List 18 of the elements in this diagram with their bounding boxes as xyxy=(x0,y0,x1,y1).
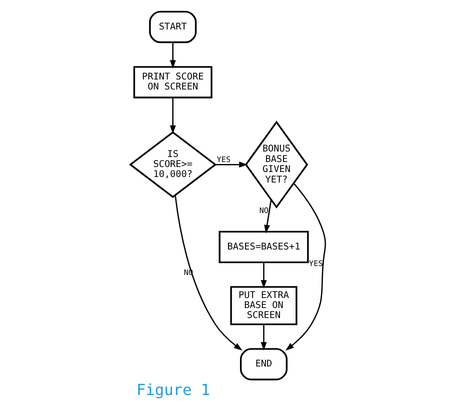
node-diamond: IS SCORE>= 10,000? xyxy=(129,131,217,198)
edge-label: NO xyxy=(259,206,269,216)
arrow xyxy=(285,183,326,351)
node-box: PRINT SCORE ON SCREEN xyxy=(133,66,212,98)
node-box: START xyxy=(149,10,197,44)
arrow xyxy=(264,200,272,234)
node-box: BASES=BASES+1 xyxy=(218,230,309,264)
node-box: END xyxy=(240,348,288,380)
edge-label: YES xyxy=(309,259,323,268)
arrow xyxy=(170,42,176,69)
arrow xyxy=(260,262,267,289)
arrow xyxy=(170,98,176,134)
arrow xyxy=(174,195,242,351)
node-box: PUT EXTRA BASE ON SCREEN xyxy=(230,286,298,326)
arrow xyxy=(215,162,248,168)
caption: Figure 1 xyxy=(136,381,210,400)
arrow xyxy=(260,324,267,351)
edge-label: YES xyxy=(216,155,231,164)
